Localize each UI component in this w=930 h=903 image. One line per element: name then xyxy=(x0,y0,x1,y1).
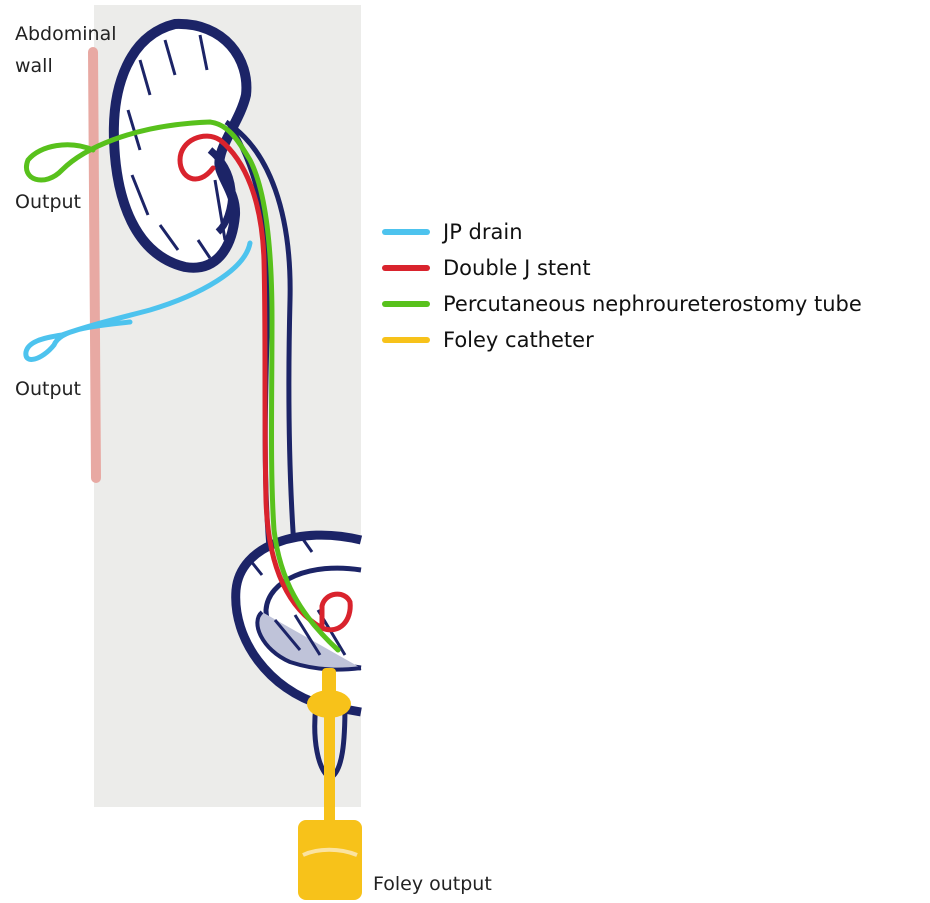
legend: JP drain Double J stent Percutaneous nep… xyxy=(382,214,862,358)
legend-label-nephroureterostomy-tube: Percutaneous nephroureterostomy tube xyxy=(443,292,862,316)
legend-item-nephroureterostomy-tube: Percutaneous nephroureterostomy tube xyxy=(382,286,862,322)
legend-label-jp-drain: JP drain xyxy=(443,220,523,244)
legend-swatch-double-j-stent xyxy=(382,265,430,271)
abdominal-wall-label-line2: wall xyxy=(15,52,53,80)
output-label-lower: Output xyxy=(15,375,81,403)
abdominal-wall xyxy=(93,52,96,478)
legend-label-double-j-stent: Double J stent xyxy=(443,256,591,280)
foley-output-label: Foley output xyxy=(373,870,492,898)
legend-swatch-nephroureterostomy-tube xyxy=(382,301,430,307)
foley-collection-bag xyxy=(298,820,362,900)
legend-item-foley-catheter: Foley catheter xyxy=(382,322,862,358)
legend-item-double-j-stent: Double J stent xyxy=(382,250,862,286)
legend-item-jp-drain: JP drain xyxy=(382,214,862,250)
legend-swatch-foley-catheter xyxy=(382,337,430,343)
legend-label-foley-catheter: Foley catheter xyxy=(443,328,594,352)
legend-swatch-jp-drain xyxy=(382,229,430,235)
abdominal-wall-label-line1: Abdominal xyxy=(15,20,117,48)
output-label-upper: Output xyxy=(15,188,81,216)
